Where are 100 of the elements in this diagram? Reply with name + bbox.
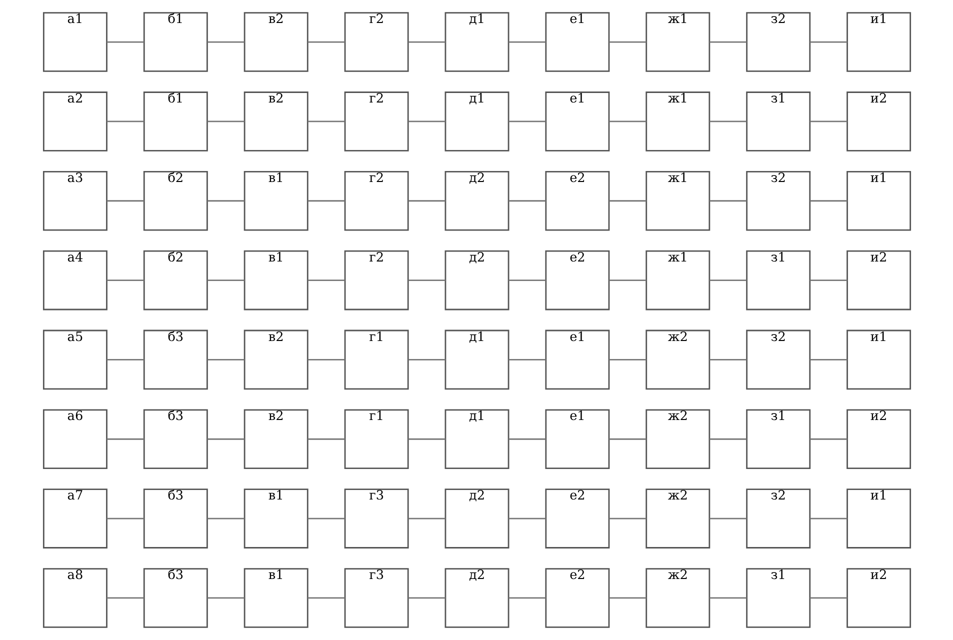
- node-box: ж1: [645, 170, 710, 231]
- node-box: д2: [444, 568, 509, 628]
- connector: [307, 120, 344, 122]
- connector: [408, 280, 445, 281]
- connector: [206, 41, 244, 43]
- node-box: б2: [142, 250, 208, 310]
- node-box: и2: [846, 250, 911, 310]
- connector: [709, 120, 746, 122]
- node-box: а3: [42, 170, 107, 231]
- node-box: е2: [544, 250, 610, 310]
- connector: [408, 120, 445, 122]
- connector: [508, 200, 546, 202]
- node-box: и1: [846, 488, 911, 548]
- node-box: и1: [846, 170, 911, 231]
- node-box: в2: [243, 92, 308, 152]
- connector: [408, 359, 445, 360]
- node-box: з1: [746, 409, 810, 470]
- node-box: в1: [243, 250, 308, 310]
- node-box: з1: [746, 250, 810, 310]
- node-box: з1: [746, 92, 810, 152]
- connector: [206, 359, 244, 360]
- connector: [106, 518, 144, 520]
- connector: [106, 438, 144, 440]
- node-box: в1: [243, 568, 308, 628]
- node-box: ж2: [645, 488, 710, 548]
- node-box: г2: [344, 92, 408, 152]
- connector: [508, 438, 546, 440]
- connector: [307, 41, 344, 43]
- node-box: г1: [344, 330, 408, 390]
- connector: [608, 120, 646, 122]
- connector: [810, 280, 847, 281]
- connector: [709, 518, 746, 520]
- node-box: з2: [746, 170, 810, 231]
- connector: [608, 518, 646, 520]
- node-box: е1: [544, 409, 610, 470]
- node-box: е2: [544, 170, 610, 231]
- node-box: б1: [142, 12, 208, 72]
- node-box: и2: [846, 92, 911, 152]
- node-box: б1: [142, 92, 208, 152]
- connector: [709, 438, 746, 440]
- node-box: г3: [344, 488, 408, 548]
- node-box: г2: [344, 170, 408, 231]
- node-box: а6: [42, 409, 107, 470]
- connector: [106, 359, 144, 360]
- connector: [810, 41, 847, 43]
- connector: [206, 280, 244, 281]
- connector: [709, 280, 746, 281]
- node-box: б3: [142, 488, 208, 548]
- node-box: з1: [746, 568, 810, 628]
- connector: [508, 597, 546, 599]
- connector: [307, 200, 344, 202]
- node-box: е1: [544, 92, 610, 152]
- node-box: ж2: [645, 330, 710, 390]
- connector: [408, 518, 445, 520]
- connector: [307, 597, 344, 599]
- connector: [810, 200, 847, 202]
- connector: [206, 120, 244, 122]
- node-box: д1: [444, 12, 509, 72]
- node-box: б3: [142, 568, 208, 628]
- connector: [709, 597, 746, 599]
- connector: [810, 359, 847, 360]
- connector: [206, 597, 244, 599]
- node-box: е1: [544, 12, 610, 72]
- node-box: б3: [142, 409, 208, 470]
- node-box: д1: [444, 330, 509, 390]
- connector: [508, 41, 546, 43]
- node-box: а4: [42, 250, 107, 310]
- node-box: а1: [42, 12, 107, 72]
- node-box: е1: [544, 330, 610, 390]
- node-box: в2: [243, 409, 308, 470]
- node-box: ж2: [645, 568, 710, 628]
- connector: [608, 200, 646, 202]
- connector: [106, 120, 144, 122]
- node-box: в2: [243, 330, 308, 390]
- connector: [408, 200, 445, 202]
- node-box: б3: [142, 330, 208, 390]
- node-box: г2: [344, 12, 408, 72]
- node-box: а7: [42, 488, 107, 548]
- node-box: д1: [444, 92, 509, 152]
- node-box: в2: [243, 12, 308, 72]
- node-box: д1: [444, 409, 509, 470]
- connector: [608, 438, 646, 440]
- node-box: в1: [243, 170, 308, 231]
- node-box: е2: [544, 488, 610, 548]
- node-box: д2: [444, 170, 509, 231]
- connector: [810, 518, 847, 520]
- node-box: ж1: [645, 92, 710, 152]
- node-box: и2: [846, 568, 911, 628]
- node-box: г2: [344, 250, 408, 310]
- node-box: з2: [746, 488, 810, 548]
- connector: [408, 597, 445, 599]
- connector: [307, 518, 344, 520]
- node-box: б2: [142, 170, 208, 231]
- node-box: г1: [344, 409, 408, 470]
- connector: [709, 359, 746, 360]
- connector: [709, 200, 746, 202]
- connector: [608, 597, 646, 599]
- node-box: з2: [746, 12, 810, 72]
- connector: [508, 280, 546, 281]
- node-box: в1: [243, 488, 308, 548]
